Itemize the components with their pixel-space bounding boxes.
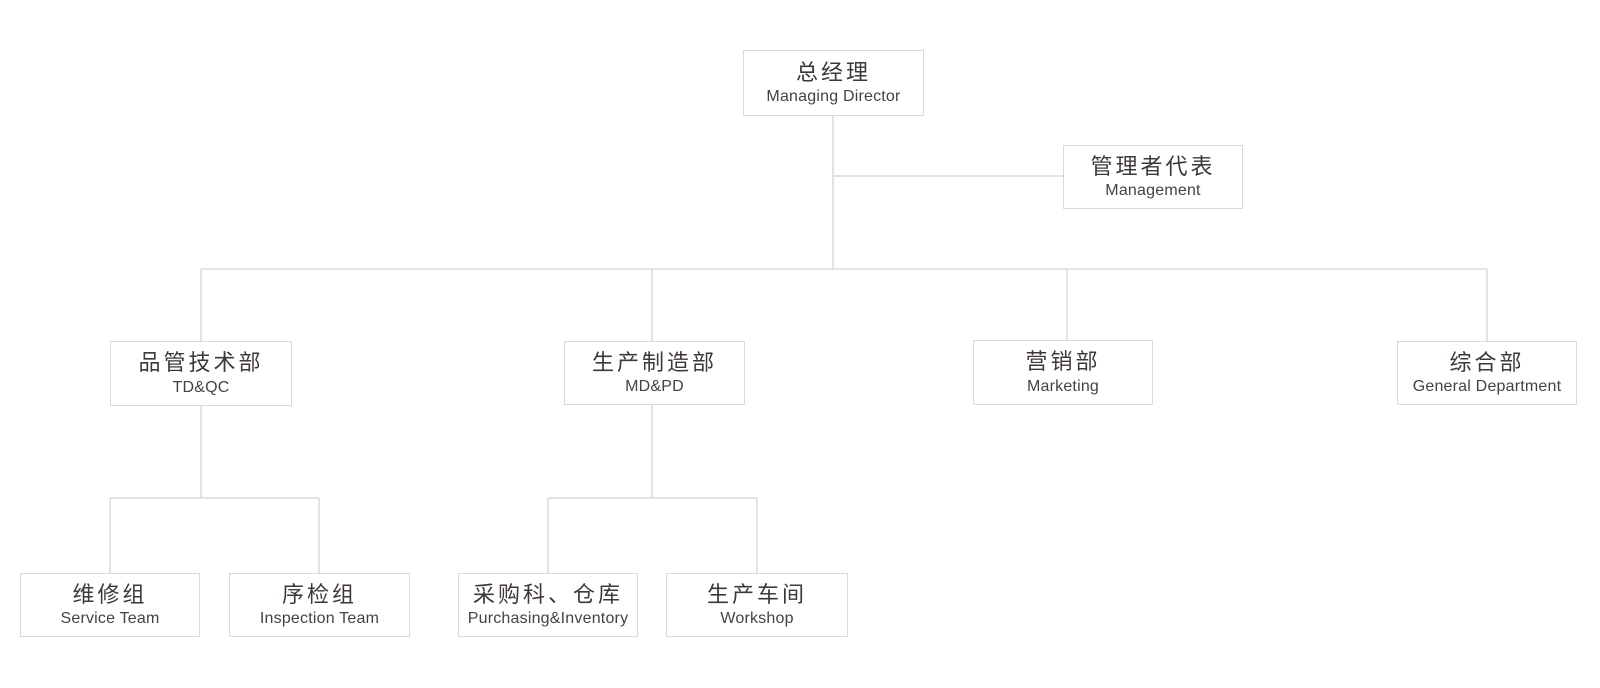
md-pd-label-en: MD&PD [625,378,684,396]
inspection-team-label-en: Inspection Team [259,610,380,628]
td-qc-label-en: TD&QC [172,378,230,396]
md-pd-label-zh: 生产制造部 [591,349,717,375]
org-node-service-team: 维修组 Service Team [20,573,200,637]
workshop-label-zh: 生产车间 [706,581,807,607]
org-node-purchasing-inventory: 采购科、仓库 Purchasing&Inventory [458,573,638,637]
org-node-td-qc: 品管技术部 TD&QC [110,341,292,406]
management-label-en: Management [1105,182,1201,200]
org-node-marketing: 营销部 Marketing [973,340,1153,405]
inspection-team-label-zh: 序检组 [281,581,357,607]
td-qc-label-zh: 品管技术部 [138,350,264,376]
purchasing-inventory-label-en: Purchasing&Inventory [467,610,629,628]
org-node-managing-director: 总经理 Managing Director [743,50,924,116]
marketing-label-zh: 营销部 [1025,349,1101,375]
general-department-label-zh: 综合部 [1449,349,1525,375]
managing-director-label-zh: 总经理 [795,59,871,85]
org-node-md-pd: 生产制造部 MD&PD [564,341,745,405]
purchasing-inventory-label-zh: 采购科、仓库 [472,581,623,607]
workshop-label-en: Workshop [720,610,794,628]
org-node-workshop: 生产车间 Workshop [666,573,848,637]
org-node-management: 管理者代表 Management [1063,145,1243,209]
org-node-inspection-team: 序检组 Inspection Team [229,573,410,637]
managing-director-label-en: Managing Director [766,88,901,106]
marketing-label-en: Marketing [1026,377,1100,395]
service-team-label-zh: 维修组 [72,581,148,607]
service-team-label-en: Service Team [60,610,160,628]
management-label-zh: 管理者代表 [1090,153,1216,179]
general-department-label-en: General Department [1412,378,1562,396]
org-node-general-department: 综合部 General Department [1397,341,1577,405]
